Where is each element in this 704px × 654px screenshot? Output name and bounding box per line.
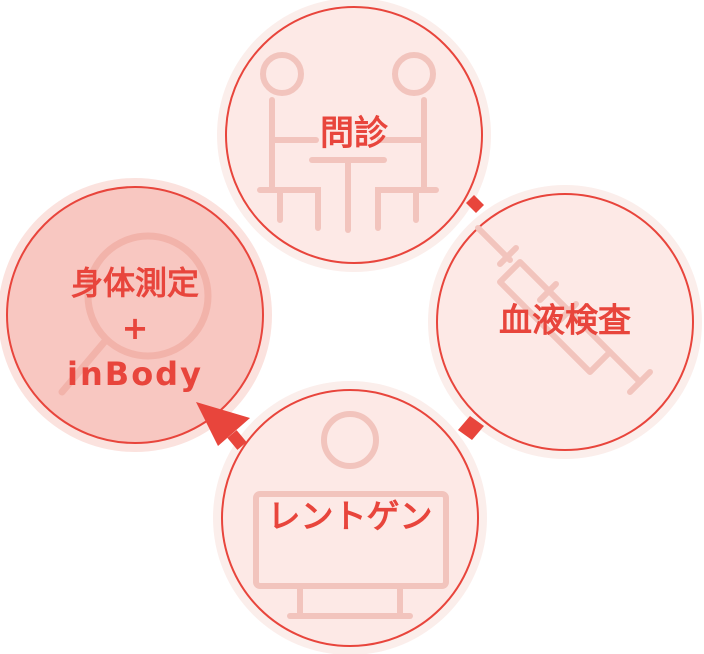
diamond-connector-1 [466, 195, 484, 213]
arrow-head-icon [196, 402, 250, 446]
step-shintai: 身体測定 + inBody [0, 178, 272, 452]
syringe-icon [475, 225, 653, 395]
step-rentogen-label: レントゲン [268, 497, 433, 536]
magnifier-icon [58, 232, 212, 396]
step-rentogen: レントゲン [213, 381, 487, 654]
diamond-connector-2 [458, 416, 484, 440]
step-rentogen-circle [221, 389, 479, 647]
step-monshin: 問診 [217, 0, 491, 272]
step-shintai-label-line1: 身体測定 [71, 264, 199, 302]
consultation-icon [257, 52, 439, 233]
step-ketsueki: 血液検査 [428, 185, 702, 459]
step-shintai-label-line2: + [122, 309, 149, 347]
step-shintai-label-line3: inBody [67, 355, 203, 393]
xray-person-icon [253, 411, 449, 619]
arrow-shaft [227, 430, 247, 450]
connector-rentogen-shintai [196, 402, 250, 450]
step-ketsueki-circle [436, 193, 694, 451]
connector-monshin-ketsueki [466, 195, 484, 213]
step-monshin-label: 問診 [320, 114, 389, 154]
connector-ketsueki-rentogen [458, 416, 484, 440]
step-ketsueki-label: 血液検査 [499, 301, 631, 340]
